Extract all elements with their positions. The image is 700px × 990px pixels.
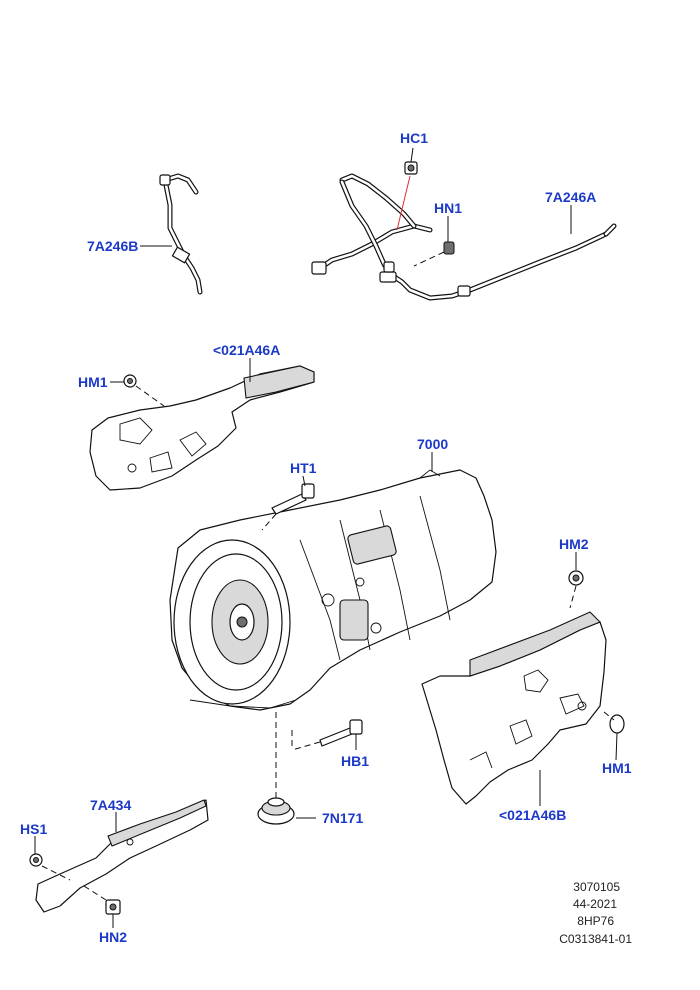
callout-7a246b[interactable]: 7A246B [87, 238, 138, 254]
nut-hn2[interactable] [105, 899, 121, 915]
reference-line-4: C0313841-01 [559, 932, 632, 946]
clip-hc1[interactable] [404, 161, 418, 175]
plug-7n171[interactable] [257, 797, 295, 825]
callout-hm1-right[interactable]: HM1 [602, 760, 632, 776]
callout-7a246a[interactable]: 7A246A [545, 189, 596, 205]
heat-shield-7a434[interactable] [35, 799, 209, 913]
cooler-tube-7a246b[interactable] [159, 173, 203, 295]
screw-hs1[interactable] [29, 853, 43, 867]
callout-ht1[interactable]: HT1 [290, 460, 317, 476]
nut-hn1[interactable] [443, 241, 455, 255]
callout-021a46a[interactable]: <021A46A [213, 342, 280, 358]
callout-hm1-top[interactable]: HM1 [78, 374, 108, 390]
cooler-tube-7a246a[interactable] [311, 173, 617, 301]
callout-7a434[interactable]: 7A434 [90, 797, 131, 813]
callout-hb1[interactable]: HB1 [341, 753, 369, 769]
clip-hm1-top[interactable] [123, 374, 137, 388]
clip-hm1-right[interactable] [609, 714, 625, 734]
stud-ht1[interactable] [271, 483, 315, 515]
heat-shield-021a46b[interactable] [421, 611, 607, 805]
clip-hm2[interactable] [568, 570, 584, 586]
reference-line-2: 44-2021 [573, 897, 617, 911]
callout-hc1[interactable]: HC1 [400, 130, 428, 146]
callout-7000[interactable]: 7000 [417, 436, 448, 452]
callout-hs1[interactable]: HS1 [20, 821, 47, 837]
reference-block: 3070105 44-2021 8HP76 C0313841-01 [559, 880, 632, 946]
reference-line-1: 3070105 [573, 880, 620, 894]
leader-lines [34, 147, 618, 928]
callout-7n171[interactable]: 7N171 [322, 810, 363, 826]
callout-hn1[interactable]: HN1 [434, 200, 462, 216]
callout-hn2[interactable]: HN2 [99, 929, 127, 945]
heat-shield-021a46a[interactable] [89, 365, 315, 491]
reference-line-3: 8HP76 [577, 914, 614, 928]
callout-hm2[interactable]: HM2 [559, 536, 589, 552]
callout-021a46b[interactable]: <021A46B [499, 807, 566, 823]
transmission-7000[interactable] [169, 469, 497, 711]
